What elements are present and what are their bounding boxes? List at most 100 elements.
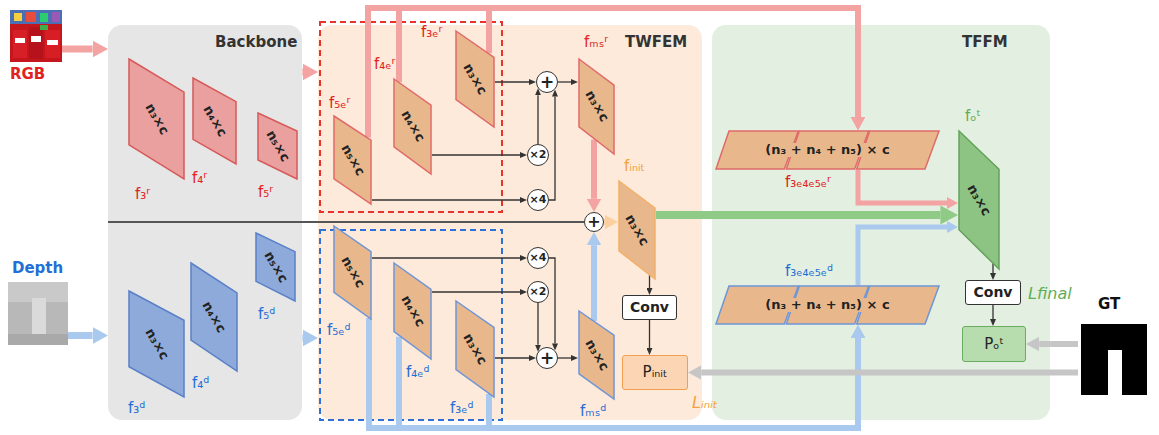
connector: [489, 8, 858, 117]
feature-map: n₅×cf₅ʳ: [257, 112, 298, 180]
concat-feature: (n₃ + n₄ + n₅) × cf₃ₑ₄ₑ₅ₑᵈ: [715, 285, 940, 325]
image-part: [15, 38, 25, 43]
connector: [649, 275, 650, 288]
image-part: [47, 40, 58, 45]
feature-name: fᵢₙᵢₜ: [624, 158, 645, 175]
operator-symbol: ×4: [530, 252, 547, 264]
feature-name: fₒᵗ: [965, 108, 981, 125]
connector: [1039, 341, 1078, 347]
image-part: [29, 27, 43, 59]
feature-name: f₃ᵈ: [128, 400, 145, 417]
operator-circle: +: [536, 347, 558, 369]
group-box: [320, 22, 502, 212]
feature-map: n₃×cfₘₛᵈ: [578, 310, 615, 400]
connector: [537, 95, 538, 144]
connector: [656, 211, 940, 219]
layer-box: Pᵢₙᵢₜ: [622, 355, 688, 390]
feature-map: n₃×cfₘₛʳ: [578, 58, 615, 155]
feature-outline: [129, 291, 184, 397]
operator-symbol: +: [540, 349, 554, 368]
input-label: Depth: [12, 260, 63, 277]
feature-name: f₃ₑᵈ: [450, 400, 474, 417]
panel-title: TFFM: [962, 34, 1008, 51]
panel-title: Backbone: [215, 34, 297, 51]
feature-map: n₅×cf₅ᵈ: [255, 232, 296, 302]
module-panel: TWFEMn₅×cf₅ₑʳn₄×cf₄ₑʳn₃×cf₃ₑʳ+×2×4n₃×cfₘ…: [318, 25, 702, 420]
image-part: [10, 10, 62, 24]
image-part: [10, 10, 62, 62]
connector: [591, 140, 597, 199]
layer-box: Conv: [965, 280, 1021, 305]
image-part: [26, 12, 36, 22]
image-part: [45, 30, 60, 58]
connector: [549, 97, 555, 200]
layer-label: Conv: [974, 285, 1013, 300]
layer-label: Pᵢₙᵢₜ: [643, 364, 668, 381]
feature-outline: [256, 233, 295, 301]
feature-map: n₃×cf₃ₑʳ: [455, 30, 495, 128]
connector: [495, 357, 529, 358]
connector: [591, 245, 597, 321]
feature-outline: [959, 131, 999, 269]
operator-circle: ×4: [527, 247, 549, 269]
feature-outline: [334, 116, 371, 204]
module-panel: Backbonen₃×cf₃ʳn₄×cf₄ʳn₅×cf₅ʳn₃×cf₃ᵈn₄×c…: [108, 25, 302, 420]
connector: [701, 370, 1078, 376]
connector: [62, 46, 93, 53]
operator-symbol: +: [587, 213, 600, 231]
feature-map: n₃×cf₃ᵈ: [128, 290, 185, 398]
operator-circle: +: [584, 212, 604, 232]
image-part: [8, 282, 68, 345]
input-label: GT: [1098, 296, 1120, 313]
feature-map: n₄×cf₄ₑᵈ: [393, 262, 432, 360]
feature-name: fₘₛᵈ: [580, 403, 606, 420]
feature-outline: [334, 226, 371, 319]
image-illustration: [1078, 318, 1150, 395]
feature-name: f₅ₑʳ: [329, 95, 350, 112]
feature-outline: [129, 59, 184, 179]
divider-line: [108, 221, 584, 223]
operator-circle: ×2: [527, 281, 549, 303]
feature-name: f₅ₑᵈ: [327, 322, 351, 339]
feature-outline: [579, 59, 614, 154]
layer-label: Conv: [630, 300, 669, 315]
operator-circle: +: [536, 71, 558, 93]
feature-name: f₃ₑ₄ₑ₅ₑᵈ: [785, 263, 833, 280]
layer-label: Pₒᵗ: [984, 336, 1004, 353]
feature-outline: [394, 79, 431, 174]
operator-symbol: ×4: [530, 194, 547, 206]
feature-map: n₄×cf₄ᵈ: [190, 262, 238, 372]
feature-map: n₅×cf₅ₑʳ: [333, 115, 372, 205]
connector: [858, 227, 947, 285]
feature-map: n₄×cf₄ₑʳ: [393, 78, 432, 175]
image-part: [31, 36, 41, 42]
feature-outline: [191, 263, 237, 371]
loss-label: Lᵢₙᵢₜ: [692, 394, 718, 412]
feature-outline: [456, 301, 494, 397]
input-image: RGB: [10, 10, 62, 62]
module-panel: TFFM (n₃ + n₄ + n₅) × c f₃ₑ₄ₑ₅ₑʳ (n₃ + n₄ +…: [712, 25, 1050, 420]
image-part: [32, 298, 46, 338]
connector: [372, 257, 520, 258]
feature-map: n₃×cf₃ʳ: [128, 58, 185, 180]
image-part: [40, 25, 48, 30]
feature-name: f₄ₑʳ: [374, 56, 395, 73]
connector: [489, 338, 858, 428]
dimension-text: (n₃ + n₄ + n₅) × c: [762, 143, 892, 157]
layer-box: Conv: [622, 295, 677, 320]
feature-map: n₅×cf₅ₑᵈ: [333, 225, 372, 320]
feature-name: f₅ᵈ: [258, 306, 275, 323]
connector: [372, 199, 520, 200]
connector: [549, 258, 555, 343]
input-image: Depth: [8, 282, 68, 345]
feature-name: f₃ʳ: [135, 186, 150, 203]
connector: [432, 154, 520, 155]
image-part: [1108, 350, 1122, 395]
dimension-text: (n₃ + n₄ + n₅) × c: [762, 298, 892, 312]
operator-circle: ×2: [527, 144, 549, 166]
feature-outline: [394, 263, 431, 359]
feature-name: fₘₛʳ: [584, 34, 608, 51]
operator-symbol: ×2: [530, 149, 547, 161]
feature-name: f₃ₑ₄ₑ₅ₑʳ: [785, 174, 831, 191]
connector: [558, 357, 571, 358]
